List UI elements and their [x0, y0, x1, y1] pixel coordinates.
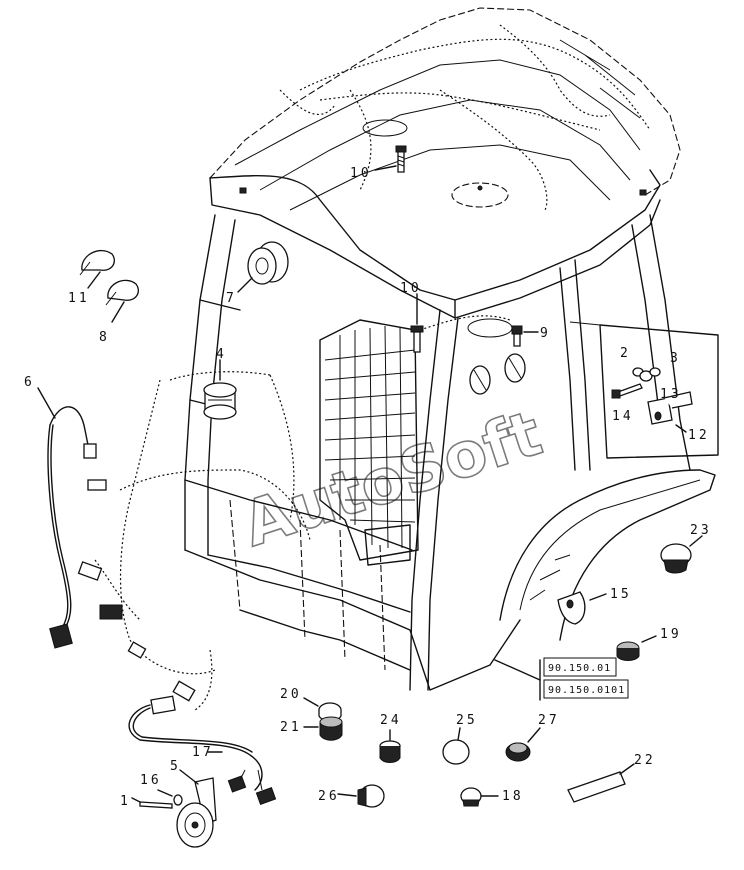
part-15-clip: [557, 591, 607, 625]
fuse-relay-panel: [319, 319, 419, 566]
callout-18: 18: [502, 789, 524, 804]
part-11-clip: [79, 249, 115, 289]
callout-8: 8: [99, 330, 110, 345]
callout-19: 19: [660, 627, 682, 642]
callout-6: 6: [24, 375, 35, 390]
part-17-horn-harness: [128, 695, 277, 806]
part-27-grommet: [505, 727, 541, 762]
callout-11: 11: [68, 291, 90, 306]
horn: [176, 777, 217, 848]
callout-23: 23: [690, 523, 712, 538]
part-22-strip: [567, 763, 635, 803]
callout-9: 9: [540, 326, 551, 341]
callout-16: 16: [140, 773, 162, 788]
part-4-grommet: [203, 359, 237, 420]
part-25-cap: [442, 727, 470, 765]
callout-15: 15: [610, 587, 632, 602]
part-5-leader: [179, 769, 199, 785]
cab-harness: [94, 371, 311, 711]
callout-1: 1: [120, 794, 131, 809]
callout-4: 4: [216, 347, 227, 362]
callout-26: 26: [318, 789, 340, 804]
reference-boxes: 90.150.01 90.150.0101: [494, 657, 629, 701]
callout-17: 17: [192, 745, 214, 760]
part-26-grommet: [337, 784, 385, 808]
harness-connectors: [77, 479, 196, 702]
callout-13: 13: [660, 387, 682, 402]
part-8-clip: [105, 279, 139, 323]
callout-20: 20: [280, 687, 302, 702]
part-9-bolt: [511, 325, 539, 347]
part-19-grommet: [616, 635, 657, 661]
callout-14: 14: [612, 409, 634, 424]
part-23-cap: [660, 535, 703, 574]
part-1-bolt: [131, 797, 173, 809]
callout-21: 21: [280, 720, 302, 735]
reference-1: 90.150.01: [548, 663, 611, 674]
callout-10-upper: 10: [350, 166, 372, 181]
callout-25: 25: [456, 713, 478, 728]
part-10-screw-upper: [374, 145, 407, 173]
rotary-switches: [419, 315, 526, 395]
callout-5: 5: [170, 759, 181, 774]
detail-inset: [569, 321, 719, 459]
callout-7: 7: [226, 291, 237, 306]
cab-roof: [209, 7, 681, 319]
part-21-grommet: [303, 716, 343, 741]
callout-12: 12: [688, 428, 710, 443]
watermark: AutoSoft: [234, 396, 550, 561]
callout-labels: 1 2 3 4 5 6 7 8 9 10 10 11 12 13 14 15 1…: [24, 166, 712, 809]
callout-22: 22: [634, 753, 656, 768]
reference-2: 90.150.0101: [548, 685, 625, 696]
part-6-harness: [37, 387, 97, 649]
part-10-screw-lower: [410, 293, 424, 353]
callout-3: 3: [670, 351, 681, 366]
callout-10-lower: 10: [400, 281, 422, 296]
callout-24: 24: [380, 713, 402, 728]
cab-frame: [184, 214, 716, 691]
part-24-plug: [379, 729, 401, 763]
part-16-washer: [157, 789, 183, 806]
callout-2: 2: [620, 346, 631, 361]
roof-harness: [279, 24, 651, 211]
callout-27: 27: [538, 713, 560, 728]
part-7-grommet: [237, 241, 289, 293]
part-18-plug: [460, 787, 499, 807]
